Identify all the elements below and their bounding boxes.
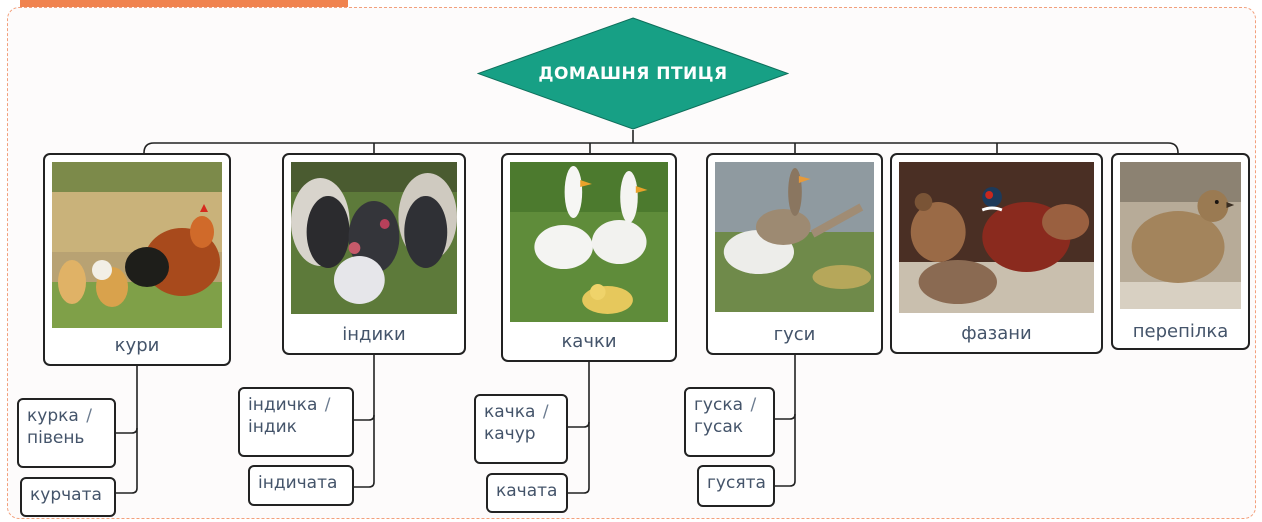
category-card-geese[interactable]: гуси: [706, 153, 883, 355]
leaf-chicken-pair[interactable]: курка / півень: [17, 398, 116, 468]
leaf-separator: /: [86, 406, 92, 426]
turkeys-photo: [291, 162, 457, 314]
leaf-separator: /: [542, 402, 549, 422]
leaf-turkey-pair[interactable]: індичка / індик: [238, 387, 354, 457]
leaf-text: качка: [484, 402, 536, 422]
leaf-text: курчата: [30, 485, 102, 505]
pheasants-photo: [899, 162, 1094, 313]
leaf-chicks[interactable]: курчата: [20, 477, 116, 517]
leaf-text: качур: [484, 424, 536, 444]
leaf-text: гусята: [707, 473, 766, 493]
category-label: гуси: [773, 324, 816, 345]
category-label: перепілка: [1132, 321, 1229, 342]
leaf-separator: /: [750, 395, 757, 415]
leaf-separator: /: [324, 395, 331, 415]
category-label: кури: [114, 335, 160, 356]
leaf-text: індик: [248, 417, 297, 437]
category-card-chickens[interactable]: кури: [43, 153, 231, 366]
category-card-turkeys[interactable]: індики: [282, 153, 466, 355]
leaf-text: півень: [27, 428, 85, 448]
leaf-goslings[interactable]: гусята: [697, 465, 775, 507]
leaf-text: індичка: [248, 395, 318, 415]
category-card-pheasants[interactable]: фазани: [890, 153, 1103, 354]
leaf-poults[interactable]: індичата: [248, 465, 354, 506]
leaf-ducklings[interactable]: качата: [486, 473, 568, 513]
chickens-photo: [52, 162, 222, 328]
leaf-text: качата: [496, 481, 558, 501]
category-label: індики: [342, 324, 406, 345]
root-node: ДОМАШНЯ ПТИЦЯ: [477, 17, 789, 130]
ducks-photo: [510, 162, 668, 322]
leaf-goose-pair[interactable]: гуска / гусак: [684, 387, 775, 457]
leaf-text: курка: [27, 406, 79, 426]
leaf-duck-pair[interactable]: качка / качур: [474, 394, 568, 464]
geese-photo: [715, 162, 874, 312]
root-label: ДОМАШНЯ ПТИЦЯ: [538, 63, 728, 84]
header-tab: [20, 0, 348, 8]
category-card-ducks[interactable]: качки: [501, 153, 677, 362]
leaf-text: гусак: [694, 417, 744, 437]
leaf-text: індичата: [258, 473, 338, 493]
category-label: качки: [561, 331, 617, 352]
category-card-quail[interactable]: перепілка: [1111, 153, 1250, 350]
category-label: фазани: [961, 323, 1032, 344]
leaf-text: гуска: [694, 395, 744, 415]
quail-photo: [1120, 162, 1241, 309]
